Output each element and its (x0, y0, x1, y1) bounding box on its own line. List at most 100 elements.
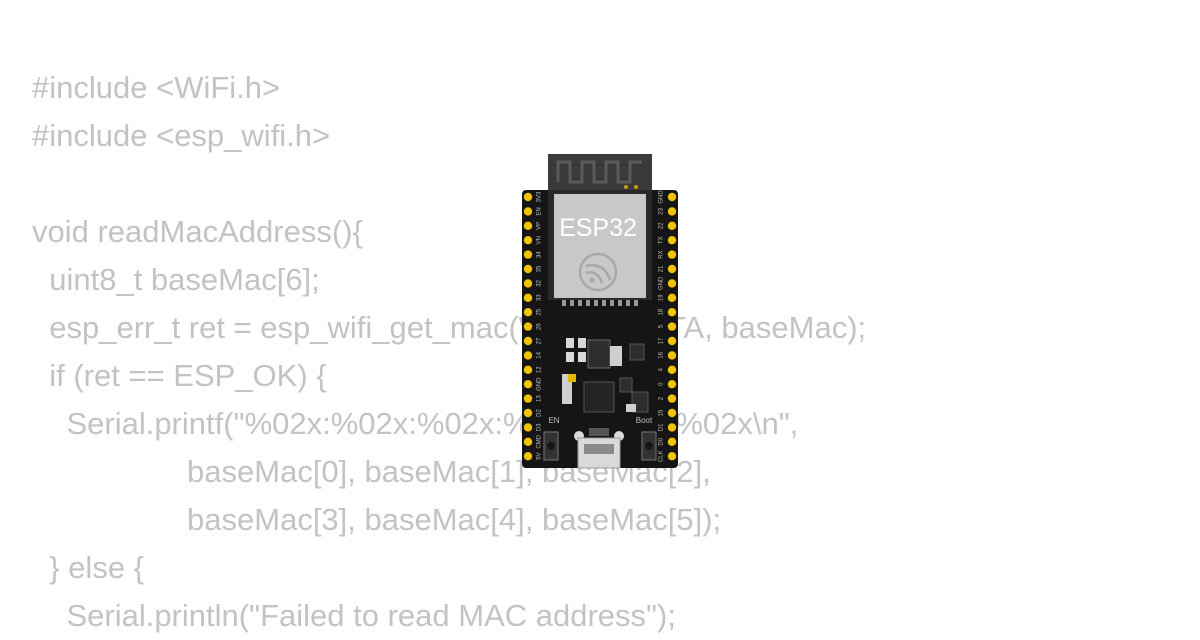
right-pin-label: 4 (659, 367, 665, 371)
left-header-pin (523, 336, 533, 346)
module-pad (602, 300, 606, 306)
left-header-pin (523, 250, 533, 259)
usb-uart-chip (583, 381, 615, 413)
espressif-logo (578, 252, 618, 292)
code-line: void readMacAddress(){ (32, 214, 363, 249)
right-header-pin (667, 394, 677, 403)
right-header-pin (667, 250, 677, 259)
code-line: baseMac[3], baseMac[4], baseMac[5]); (32, 502, 722, 537)
left-header-pin (523, 423, 533, 432)
usb-connector (574, 428, 624, 469)
left-pin-label: 5V (537, 453, 543, 460)
right-pin-label: GND (659, 190, 665, 204)
left-header-pin (523, 408, 533, 418)
code-line: Serial.printf("%02x:%02x:%02x:%02x:%02x:… (32, 406, 799, 441)
left-header-pin (523, 452, 533, 461)
right-header-pin (667, 380, 677, 389)
right-pin-label: D1 (659, 423, 665, 431)
module-pad (562, 300, 566, 306)
module-pad (610, 300, 614, 306)
right-pin-label: 23 (659, 207, 665, 214)
right-header-pin (667, 236, 677, 245)
esp32-board-illustration: ESP32 3V3ENVPVN343532332526271412GND13D2… (522, 154, 678, 469)
code-line (32, 160, 866, 208)
right-header-pin (667, 423, 677, 432)
left-header-pin (523, 293, 533, 302)
right-header-pin (667, 351, 677, 360)
right-pin-label: 15 (659, 409, 665, 416)
right-pin-label: 17 (659, 337, 665, 344)
code-line: #include <esp_wifi.h> (32, 118, 331, 153)
right-header-pin (667, 336, 677, 346)
right-header-pin (667, 437, 677, 446)
left-header-pin (523, 308, 533, 317)
left-header-pin (523, 437, 533, 446)
module-pad (578, 300, 582, 306)
left-pin-label: 33 (537, 294, 543, 301)
left-header-pin (523, 394, 533, 403)
left-header-pin (523, 264, 533, 274)
left-pin-label: VP (537, 222, 543, 230)
right-header-pin (667, 207, 677, 216)
module-pad (618, 300, 622, 306)
code-line: Serial.println("Failed to read MAC addre… (32, 598, 676, 633)
code-line: if (ret == ESP_OK) { (32, 358, 327, 393)
left-pin-label: 12 (537, 366, 543, 373)
left-header-pin (523, 365, 533, 374)
left-header-pin (523, 322, 533, 331)
left-pin-label: D2 (537, 409, 543, 417)
right-pin-label: 2 (659, 396, 665, 400)
left-pin-label: 32 (537, 279, 543, 286)
left-pin-label: 13 (537, 395, 543, 402)
left-pin-label: 25 (537, 308, 543, 315)
onboard-components (562, 338, 649, 413)
left-header-pin (523, 221, 533, 230)
module-pad (586, 300, 590, 306)
module-label: ESP32 (559, 214, 637, 242)
code-line: baseMac[0], baseMac[1], baseMac[2], (32, 454, 711, 489)
module-pad (634, 300, 638, 306)
left-pin-header: 3V3ENVPVN343532332526271412GND13D2D3CMD5… (523, 191, 543, 461)
right-pin-label: GND (659, 276, 665, 290)
left-pin-label: D3 (537, 423, 543, 431)
code-line: #include <WiFi.h> (32, 70, 281, 105)
right-header-pin (667, 322, 677, 331)
left-pin-label: 27 (537, 337, 543, 344)
code-snippet: #include <WiFi.h> #include <esp_wifi.h>vo… (32, 64, 866, 640)
boot-button: Boot (636, 416, 657, 461)
left-pin-label: 34 (537, 251, 543, 258)
code-line: esp_err_t ret = esp_wifi_get_mac(WIFI_IF… (32, 310, 867, 345)
module-pad (594, 300, 598, 306)
right-header-pin (667, 408, 677, 418)
right-pin-label: 21 (659, 265, 665, 272)
left-pin-label: 26 (537, 323, 543, 330)
left-pin-label: CMD (537, 434, 543, 448)
right-pin-label: 5 (659, 324, 665, 328)
module-shield (554, 194, 646, 298)
right-pin-label: 0 (659, 382, 665, 386)
left-header-pin (523, 380, 533, 389)
right-header-pin (667, 279, 677, 288)
left-pin-label: EN (537, 207, 543, 215)
module-pads (562, 300, 638, 306)
code-line: uint8_t baseMac[6]; (32, 262, 320, 297)
right-pin-label: 18 (659, 308, 665, 315)
right-header-pin (667, 264, 677, 274)
right-header-pin (667, 365, 677, 374)
left-header-pin (523, 279, 533, 288)
left-header-pin (523, 351, 533, 360)
left-pin-label: 3V3 (537, 191, 543, 202)
code-line: } else { (32, 550, 145, 585)
left-pin-label: 35 (537, 265, 543, 272)
right-header-pin (667, 221, 677, 230)
left-header-pin (523, 192, 533, 202)
en-button-label: EN (548, 416, 559, 425)
right-pin-label: 22 (659, 222, 665, 229)
right-pin-label: CLK (659, 450, 665, 462)
module-pad (626, 300, 630, 306)
right-pin-label: TX (659, 236, 665, 244)
right-pin-label: 16 (659, 351, 665, 358)
en-button: EN (543, 416, 560, 461)
